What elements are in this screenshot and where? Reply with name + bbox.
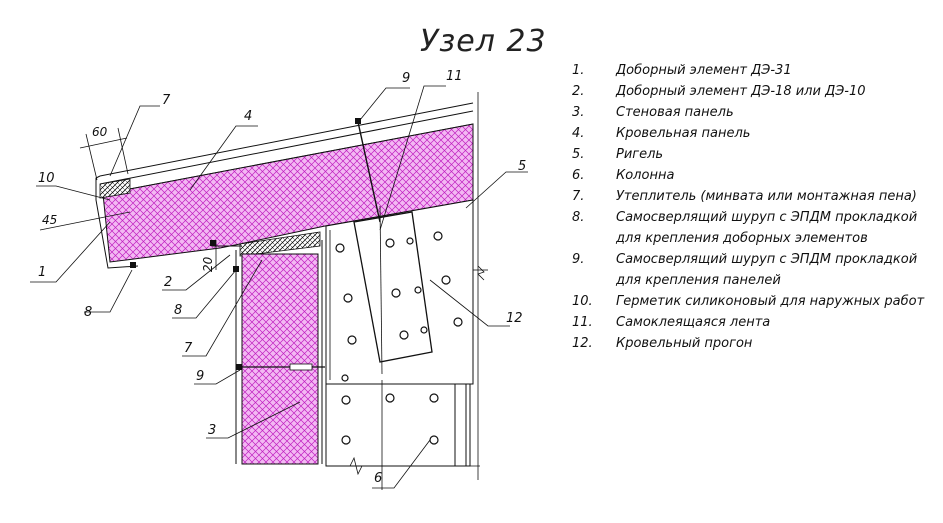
bolt bbox=[406, 237, 414, 245]
legend-item: 11.Самоклеящаяся лента bbox=[572, 315, 771, 330]
callout-9-top: 9 bbox=[402, 71, 410, 86]
insulation-wool-lower bbox=[239, 231, 321, 257]
callout-1: 1 bbox=[38, 265, 46, 280]
bolt bbox=[429, 393, 439, 403]
dimension-45: 45 bbox=[39, 211, 131, 231]
flashing-screws bbox=[130, 240, 239, 272]
column bbox=[325, 380, 480, 490]
bolt bbox=[341, 435, 351, 445]
dimension-20: 20 bbox=[201, 240, 217, 272]
dimension-60-label: 60 bbox=[92, 125, 108, 139]
callout-8-mid: 8 bbox=[174, 303, 182, 318]
callout-12: 12 bbox=[506, 311, 523, 326]
bolt bbox=[343, 293, 353, 303]
bolt bbox=[385, 393, 395, 403]
callout-10: 10 bbox=[38, 171, 55, 186]
legend-item: 9.Самосверлящий шуруп с ЭПДМ прокладкой … bbox=[572, 252, 918, 288]
bolt bbox=[429, 435, 439, 445]
bolt bbox=[420, 326, 428, 334]
legend-item: 5.Ригель bbox=[572, 147, 664, 162]
callout-4: 4 bbox=[244, 109, 252, 124]
bolt bbox=[414, 286, 422, 294]
dimension-60: 60 bbox=[79, 125, 129, 181]
legend-item: 3.Стеновая панель bbox=[572, 105, 734, 120]
callout-6: 6 bbox=[374, 471, 382, 486]
legend-item: 8.Самосверлящий шуруп с ЭПДМ прокладкой … bbox=[572, 210, 918, 246]
roof-purlin bbox=[353, 205, 433, 375]
callout-5: 5 bbox=[518, 159, 526, 174]
bolt bbox=[441, 275, 451, 285]
dimension-45-label: 45 bbox=[42, 213, 57, 227]
dimension-20-label: 20 bbox=[201, 256, 215, 272]
bolt bbox=[433, 231, 443, 241]
callout-2: 2 bbox=[164, 275, 172, 290]
callout-8-left: 8 bbox=[84, 305, 92, 320]
bolt bbox=[341, 374, 349, 382]
bolt bbox=[341, 395, 351, 405]
bolt bbox=[399, 330, 409, 340]
flashing-element-de31 bbox=[95, 175, 139, 269]
legend-item: 10.Герметик силиконовый для наружных раб… bbox=[572, 294, 925, 309]
legend-item: 12.Кровельный прогон bbox=[572, 336, 753, 351]
bolt bbox=[453, 317, 463, 327]
callout-11: 11 bbox=[446, 69, 463, 84]
bolt bbox=[391, 288, 401, 298]
legend-item: 1.Доборный элемент ДЭ-31 bbox=[572, 63, 792, 78]
bolt bbox=[347, 335, 357, 345]
bolt bbox=[335, 243, 345, 253]
legend-item: 6.Колонна bbox=[572, 168, 675, 183]
roof-panel bbox=[99, 102, 474, 263]
callout-3: 3 bbox=[208, 423, 216, 438]
callout-7-top: 7 bbox=[162, 93, 171, 108]
bolts bbox=[335, 231, 463, 445]
callout-7-lower: 7 bbox=[184, 341, 193, 356]
wall-panel bbox=[212, 240, 323, 465]
insulation-wool-top bbox=[99, 178, 131, 199]
panel-screws bbox=[236, 118, 381, 371]
legend-item: 4.Кровельная панель bbox=[572, 126, 751, 141]
bolt bbox=[385, 238, 395, 248]
callout-9-lower: 9 bbox=[196, 369, 204, 384]
drawing-title: Узел 23 bbox=[420, 24, 547, 59]
legend-list: 1.Доборный элемент ДЭ-31 2.Доборный элем… bbox=[572, 60, 940, 354]
leader-lines bbox=[30, 85, 528, 489]
legend-item: 7.Утеплитель (минвата или монтажная пена… bbox=[572, 189, 917, 204]
legend-item: 2.Доборный элемент ДЭ-18 или ДЭ-10 bbox=[572, 84, 866, 99]
